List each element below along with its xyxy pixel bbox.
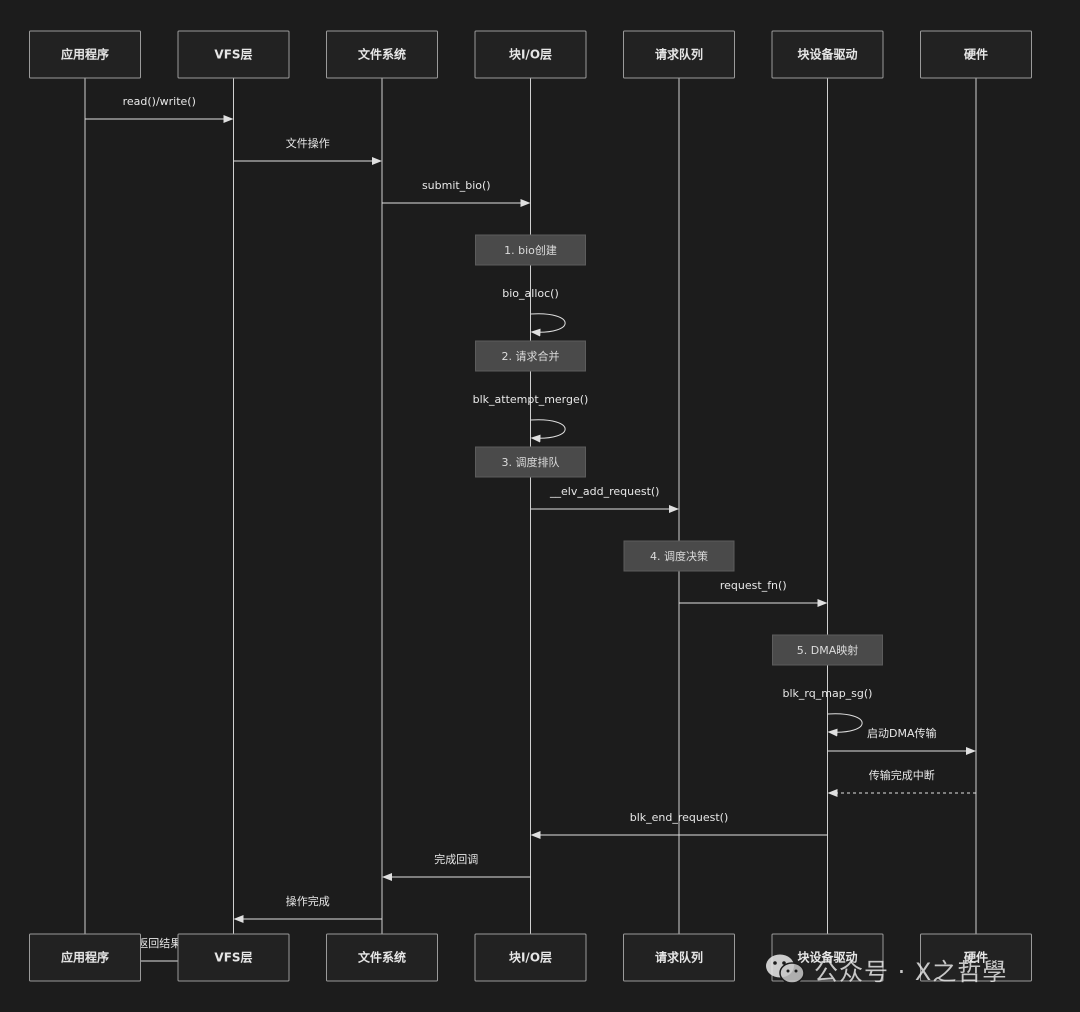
message-label: __elv_add_request() (549, 485, 659, 498)
self-call-arrow (530, 419, 566, 443)
actor-label: 块I/O层 (509, 950, 552, 965)
actor-hw-top: 硬件 (920, 30, 1032, 79)
message-label: blk_end_request() (630, 811, 729, 824)
actor-drv-top: 块设备驱动 (771, 30, 884, 79)
self-call-label: blk_attempt_merge() (473, 393, 589, 406)
actor-blk-bottom: 块I/O层 (474, 933, 587, 982)
note-label: 4. 调度决策 (650, 549, 708, 563)
actor-drv-bottom: 块设备驱动 (771, 933, 884, 982)
actor-label: 文件系统 (358, 47, 406, 62)
actors-bottom-row: 应用程序 VFS层 文件系统 块I/O层 请求队列 块设备驱动 硬件 (29, 933, 1032, 982)
message-label: 返回结果 (137, 937, 181, 950)
actor-label: 块I/O层 (509, 47, 552, 62)
self-call-arrow (827, 713, 863, 737)
self-call-arrow (530, 313, 566, 337)
note-label: 5. DMA映射 (797, 643, 858, 657)
note-label: 2. 请求合并 (502, 349, 560, 363)
actor-fs-top: 文件系统 (326, 30, 438, 79)
actor-label: VFS层 (214, 48, 252, 62)
actor-fs-bottom: 文件系统 (326, 933, 438, 982)
actor-label: 文件系统 (358, 950, 406, 965)
actor-label: 应用程序 (61, 950, 109, 965)
message-label: 操作完成 (286, 894, 330, 908)
actor-app-bottom: 应用程序 (29, 933, 141, 982)
note-box (475, 234, 586, 266)
note-label: 3. 调度排队 (502, 455, 560, 469)
note-box (475, 446, 586, 478)
message-label: read()/write() (123, 95, 196, 108)
actor-queue-top: 请求队列 (623, 30, 735, 79)
note-box (772, 634, 883, 666)
self-call-label: blk_rq_map_sg() (783, 687, 873, 700)
actor-label: 块设备驱动 (797, 47, 857, 62)
actor-app-top: 应用程序 (29, 30, 141, 79)
actor-hw-bottom: 硬件 (920, 933, 1032, 982)
actor-label: 请求队列 (655, 47, 703, 62)
actor-label: 块设备驱动 (797, 950, 857, 965)
message-label: 完成回调 (434, 852, 478, 866)
actor-blk-top: 块I/O层 (474, 30, 587, 79)
message-label: 启动DMA传输 (867, 726, 937, 740)
actor-label: VFS层 (214, 951, 252, 965)
actor-label: 应用程序 (61, 47, 109, 62)
actor-label: 硬件 (964, 950, 988, 965)
actor-vfs-bottom: VFS层 (177, 933, 290, 982)
note-label: 1. bio创建 (504, 243, 557, 257)
actor-queue-bottom: 请求队列 (623, 933, 735, 982)
actors-top-row: 应用程序 VFS层 文件系统 块I/O层 请求队列 块设备驱动 硬件 (29, 30, 1032, 79)
note-box (623, 540, 735, 572)
actor-label: 硬件 (964, 47, 988, 62)
lifelines-layer (84, 78, 977, 934)
actor-vfs-top: VFS层 (177, 30, 290, 79)
note-box (475, 340, 586, 372)
steps-layer: read()/write() 文件操作 submit_bio() 1. bio创建 bi… (85, 95, 976, 965)
self-call-label: bio_alloc() (502, 287, 558, 300)
message-label: submit_bio() (422, 179, 491, 192)
message-label: request_fn() (720, 579, 787, 592)
actor-label: 请求队列 (655, 950, 703, 965)
message-label: 文件操作 (286, 136, 330, 150)
message-label: 传输完成中断 (869, 768, 935, 782)
